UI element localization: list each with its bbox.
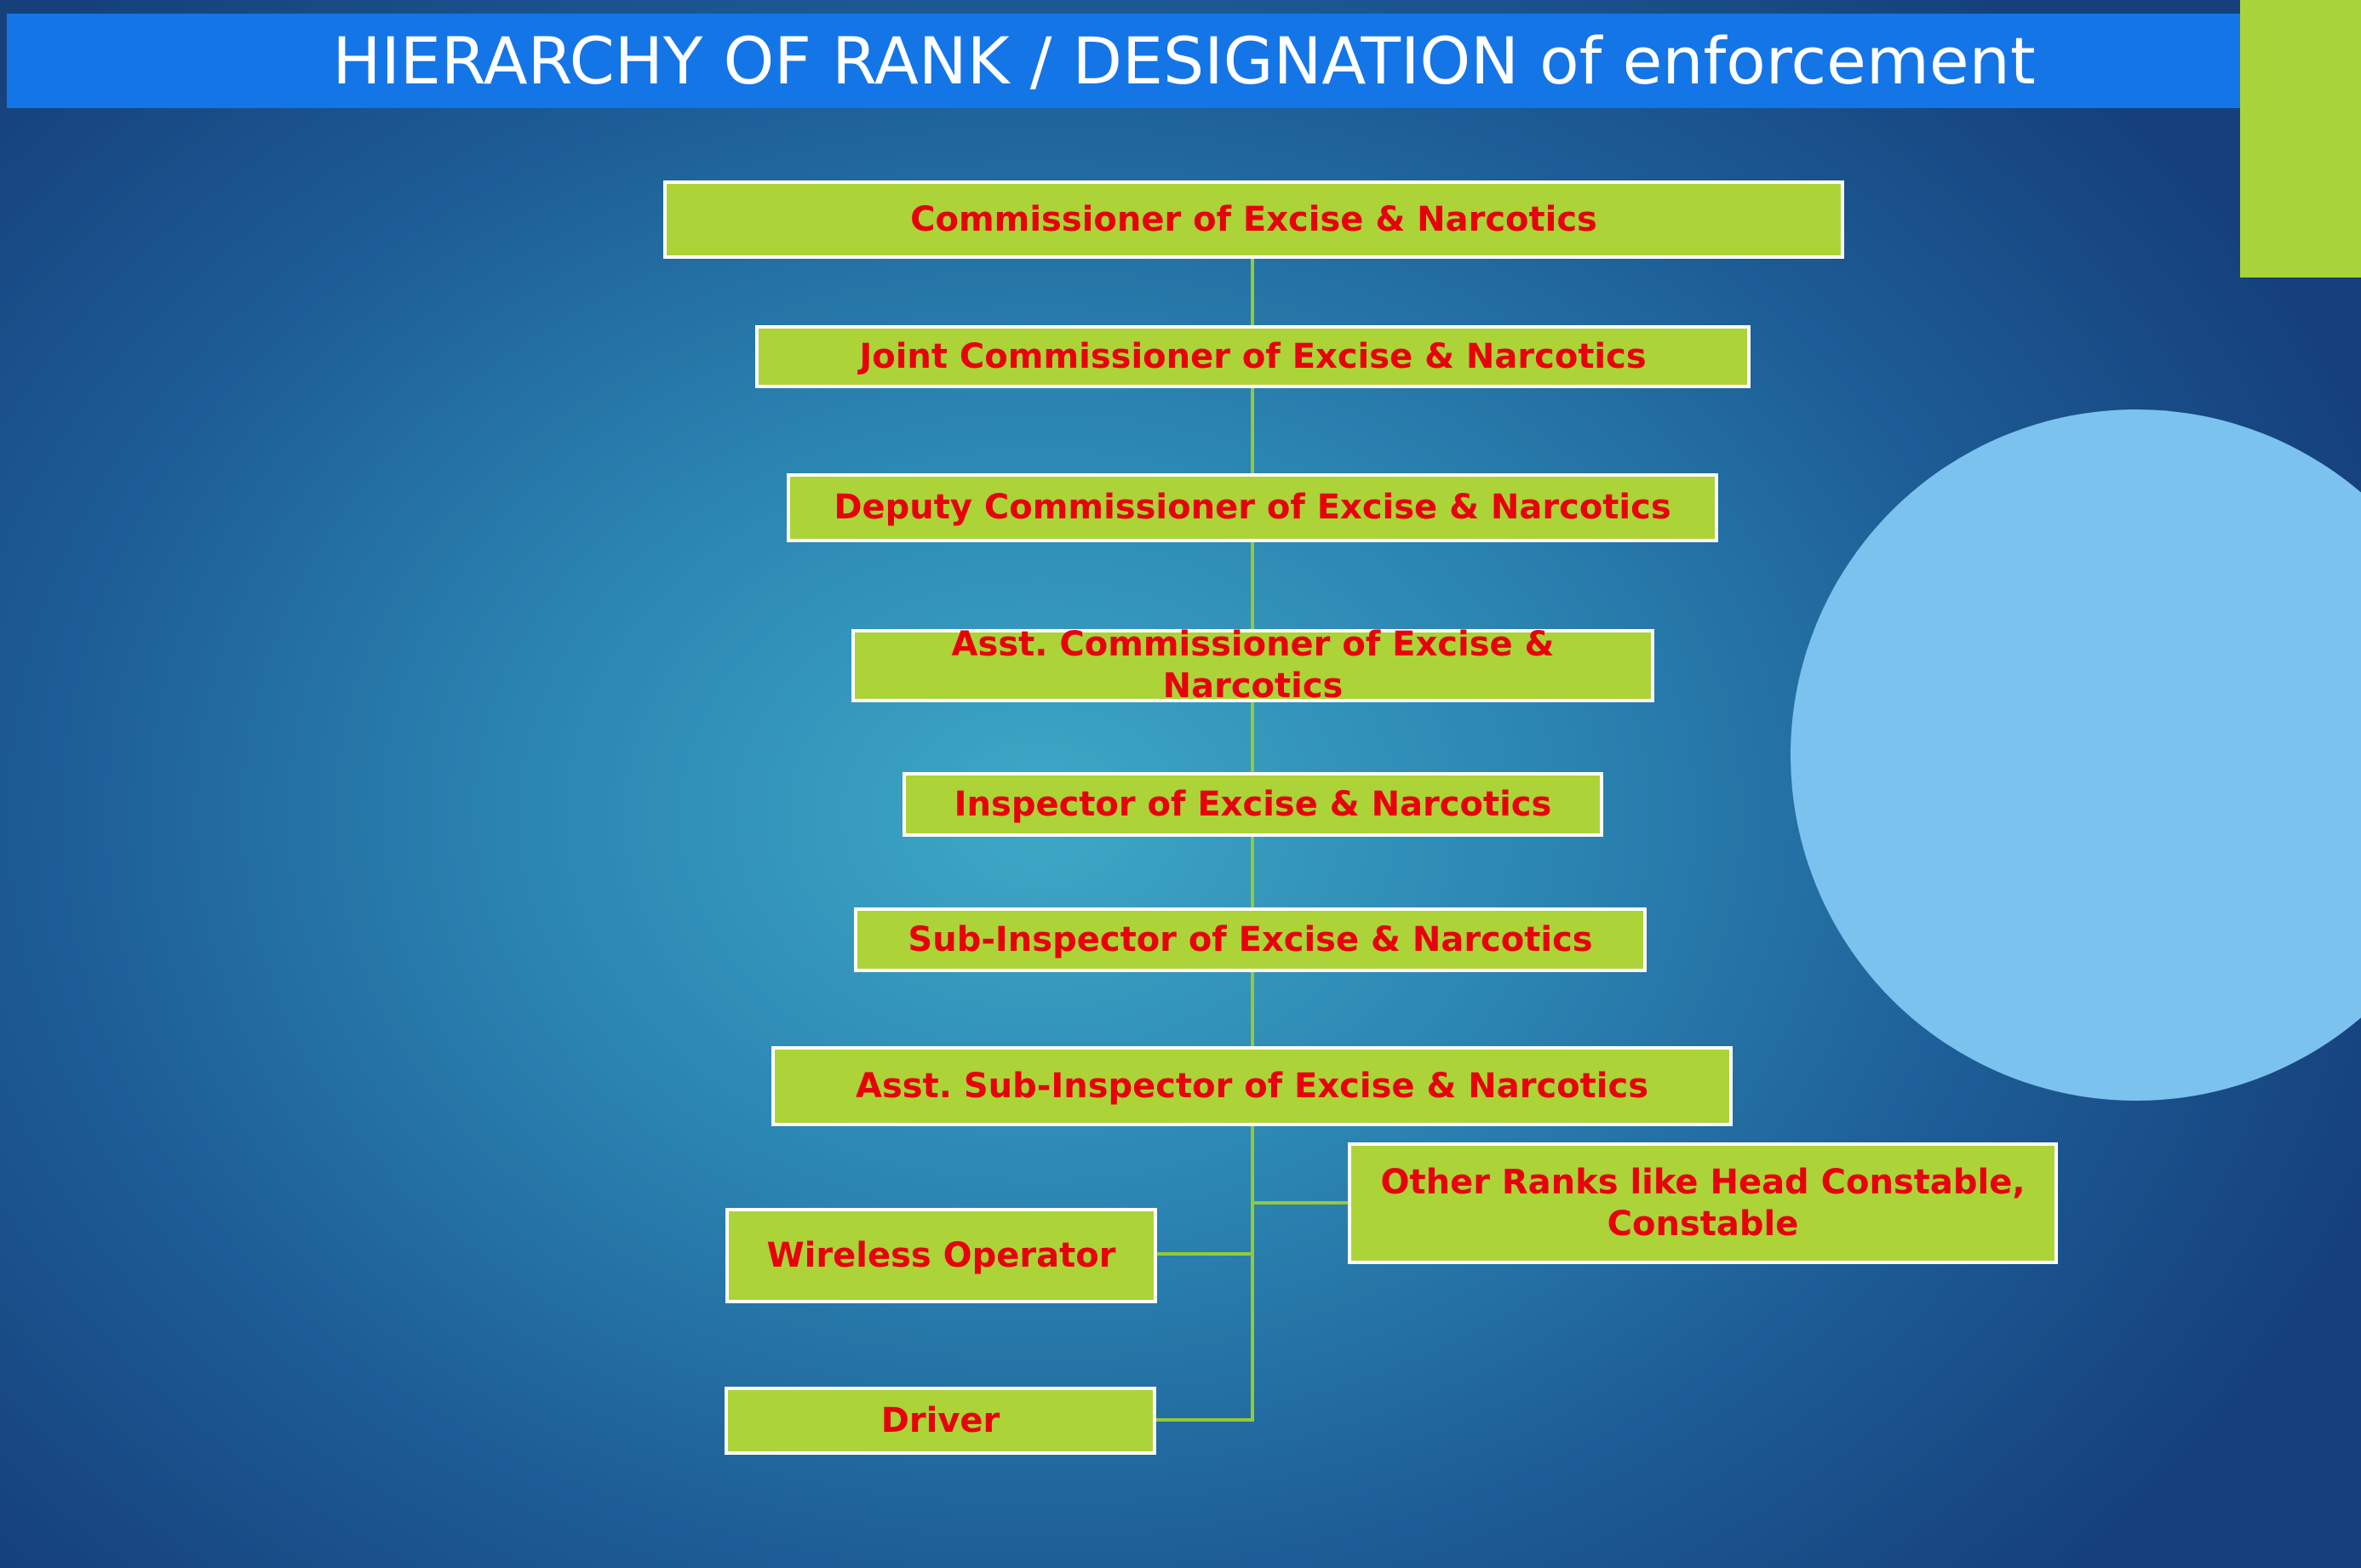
decorative-accent-bar (2240, 0, 2361, 278)
decorative-circle (1791, 409, 2361, 1101)
node-deputy-commissioner: Deputy Commissioner of Excise & Narcotic… (787, 473, 1718, 542)
node-asst-commissioner: Asst. Commissioner of Excise & Narcotics (851, 625, 1654, 706)
page-title: HIERARCHY OF RANK / DESIGNATION of enfor… (332, 23, 2036, 99)
node-other-ranks: Other Ranks like Head Constable, Constab… (1348, 1142, 2058, 1264)
title-bar: HIERARCHY OF RANK / DESIGNATION of enfor… (7, 14, 2361, 108)
node-wireless-operator: Wireless Operator (725, 1208, 1157, 1303)
node-inspector: Inspector of Excise & Narcotics (903, 772, 1603, 837)
node-asst-sub-inspector: Asst. Sub-Inspector of Excise & Narcotic… (771, 1046, 1733, 1126)
node-driver: Driver (725, 1387, 1156, 1455)
node-sub-inspector: Sub-Inspector of Excise & Narcotics (854, 907, 1647, 972)
node-joint-commissioner: Joint Commissioner of Excise & Narcotics (755, 325, 1751, 388)
node-commissioner: Commissioner of Excise & Narcotics (663, 180, 1844, 259)
